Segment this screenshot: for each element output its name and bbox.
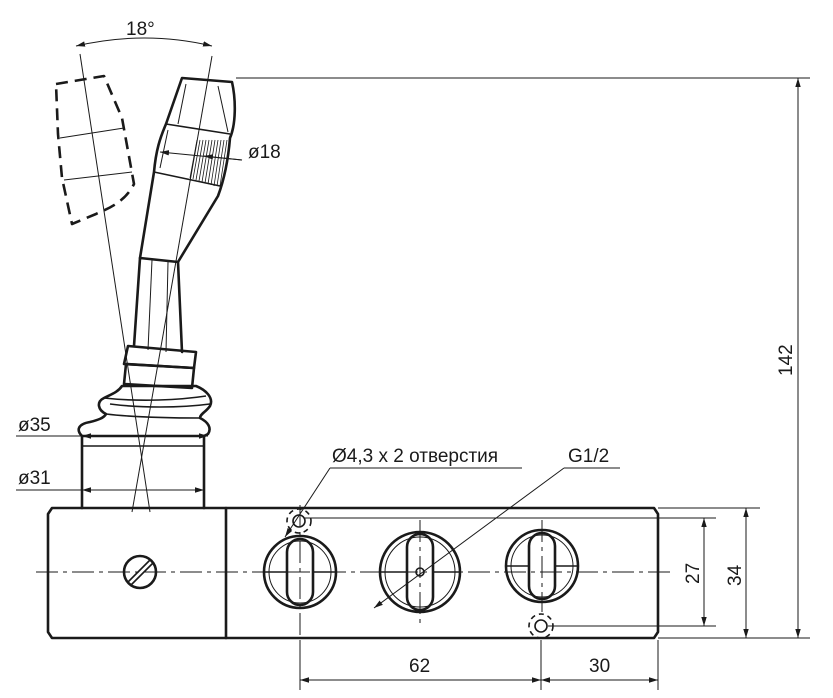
height-142-dimension: 142	[236, 77, 810, 639]
mounting-hole-top	[286, 508, 312, 534]
height-34-dimension: 34	[658, 507, 760, 638]
w62-label: 62	[409, 656, 430, 677]
port-center	[378, 520, 462, 626]
d31-label: ø31	[18, 468, 51, 489]
lever-ghost	[54, 53, 151, 513]
port-right	[504, 520, 580, 612]
d31-dimension: ø31	[16, 468, 204, 493]
port-callout: G1/2	[373, 446, 620, 609]
angle-dimension: 18°	[75, 19, 213, 47]
d35-dimension: ø35	[16, 415, 208, 439]
d35-label: ø35	[18, 415, 51, 436]
port-label: G1/2	[568, 446, 609, 467]
h142-label: 142	[776, 344, 797, 376]
lever-collar	[122, 256, 198, 390]
holes-callout: Ø4,3 x 2 отверстия	[284, 446, 522, 538]
h27-label: 27	[683, 563, 704, 584]
port-left	[262, 505, 338, 640]
holes-label: Ø4,3 x 2 отверстия	[332, 446, 498, 467]
height-27-dimension: 27	[305, 517, 716, 627]
width-dimensions: 62 30	[299, 640, 659, 690]
w30-label: 30	[589, 656, 610, 677]
left-plug	[122, 554, 158, 590]
angle-label: 18°	[126, 19, 155, 40]
d18-dimension: ø18	[159, 142, 281, 163]
d18-label: ø18	[248, 142, 281, 163]
lever-handle	[138, 76, 237, 264]
rubber-boot	[77, 384, 213, 438]
valve-body	[46, 506, 660, 640]
h34-label: 34	[725, 564, 746, 586]
